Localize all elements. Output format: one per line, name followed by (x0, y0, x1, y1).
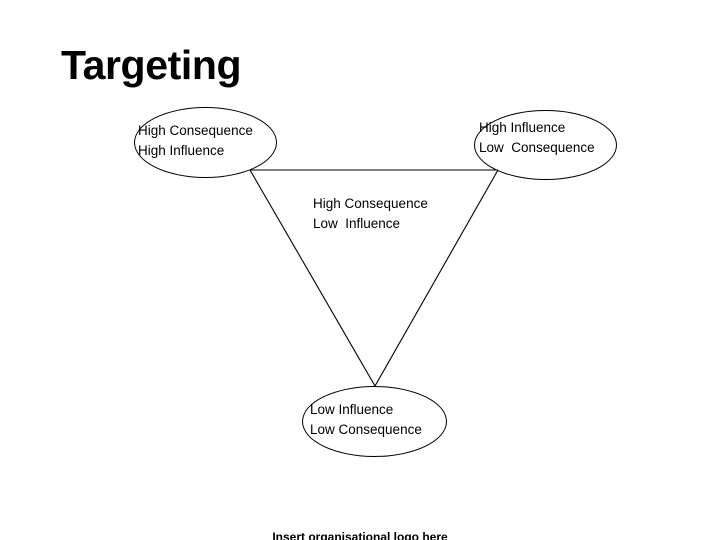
ellipse-shape (474, 110, 617, 180)
footer-note: Insert organisational logo here on maste… (0, 492, 720, 540)
node-label-line2: Low Consequence (479, 140, 595, 155)
page-title: Targeting (61, 42, 242, 88)
node-label-line1: Low Influence (310, 402, 394, 417)
node-label-line1: High Influence (479, 120, 566, 135)
ellipse-shape (302, 386, 447, 457)
node-label-line2: High Influence (138, 143, 225, 158)
ellipse-shape (134, 107, 277, 178)
node-label-line1: High Consequence (138, 123, 253, 138)
node-label-line2: Low Consequence (310, 422, 422, 437)
center-label-line1: High Consequence (313, 196, 428, 211)
center-label-line2: Low Influence (313, 216, 401, 231)
footer-line-1: Insert organisational logo here (272, 530, 448, 540)
